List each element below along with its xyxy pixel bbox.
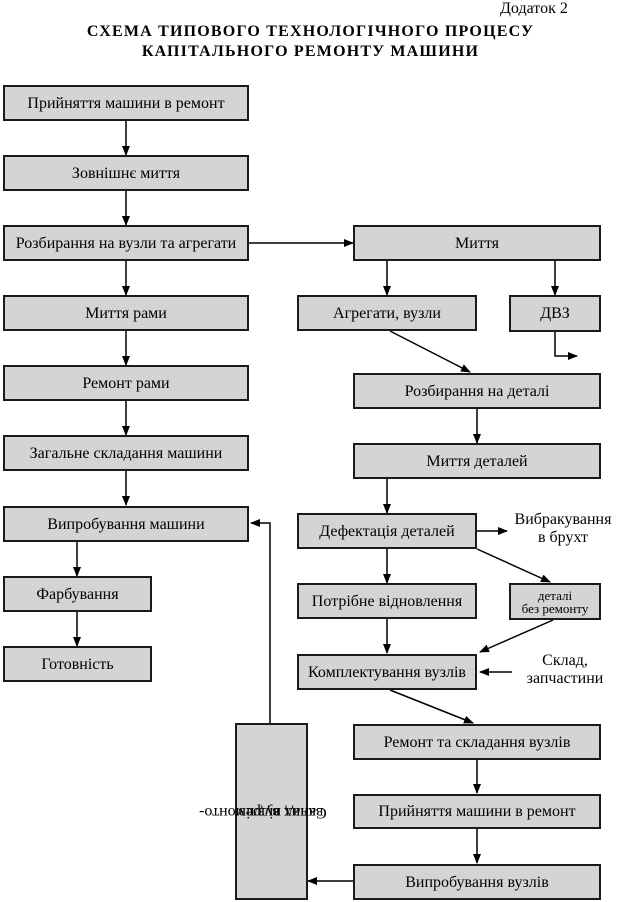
arrow-to-no-repair [476,548,551,583]
scrap-line2: в брухт [537,529,589,546]
step-engine: ДВЗ [509,295,601,332]
no-repair-line2: без ремонту [521,600,589,616]
step-repair-assembly: Ремонт та складання вузлів [353,724,601,760]
warehouse-note: Склад, запчастини [512,652,618,688]
step-defect-detection: Дефектація деталей [297,513,477,549]
arrow-store-to-machine-testing [250,519,271,723]
step-frame-repair: Ремонт рами [3,365,249,401]
step-needs-restoration: Потрібне відновлення [297,583,477,619]
diagram-title-line2: КАПІТАЛЬНОГО РЕМОНТУ МАШИНИ [141,43,480,60]
step-washing: Миття [353,225,601,261]
step-ready: Готовність [3,646,152,682]
step-machine-testing: Випробування машини [3,506,249,542]
step-disassembly-parts: Розбирання на деталі [353,373,601,409]
step-units-testing: Випробування вузлів [353,864,601,900]
diagram-title-line1: СХЕМА ТИПОВОГО ТЕХНОЛОГІЧНОГО ПРОЦЕСУ [86,23,535,40]
arrow-to-disassembly-parts [389,330,471,373]
step-external-washing: Зовнішнє миття [3,155,249,191]
step-accept-machine-repeat: Прийняття машини в ремонт [353,794,601,829]
scrap-line1: Вибракування [514,511,612,528]
step-units-aggregates: Агрегати, вузли [297,295,477,331]
step-repaired-units-store: Склад відремонто- ваних вузлів [199,723,326,900]
step-assembly-kits: Комплектування вузлів [297,654,477,690]
arrow-to-repair-assembly [389,689,474,724]
no-repair-line1: деталі [537,587,573,603]
step-frame-washing: Миття рами [3,295,249,331]
step-general-assembly: Загальне складання машини [3,435,249,471]
step-parts-washing: Миття деталей [353,443,601,479]
scrap-note: Вибракування в брухт [505,511,621,547]
warehouse-line1: Склад, [542,652,588,669]
repaired-store-line2: ваних вузлів [238,803,323,821]
step-painting: Фарбування [3,576,152,612]
step-parts-no-repair: деталі без ремонту [509,583,601,620]
arrow-engine-out [554,332,578,360]
appendix-label: Додаток 2 [500,0,568,17]
warehouse-line2: запчастини [526,670,604,687]
step-disassembly-units: Розбирання на вузли та агрегати [3,225,249,261]
arrow-no-repair-to-kits [479,619,554,653]
step-accept-machine: Прийняття машини в ремонт [3,85,249,121]
